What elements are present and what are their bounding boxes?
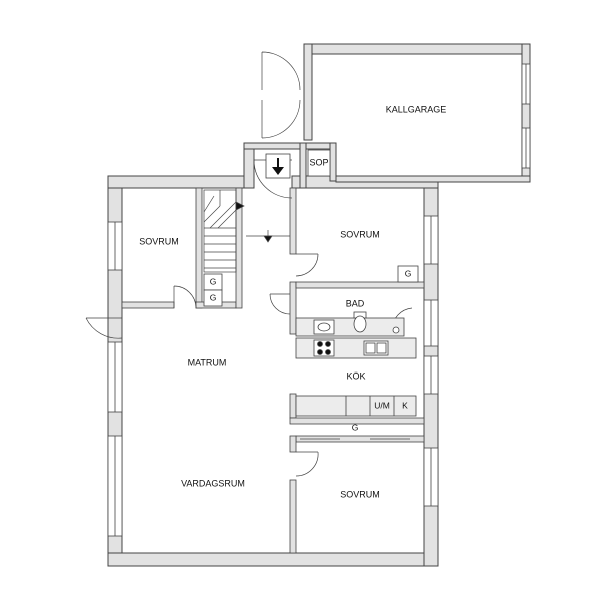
- room-sovrum-nw-label: SOVRUM: [139, 236, 179, 246]
- room-labels: KALLGARAGE SOP SOVRUM SOVRUM BAD MATRUM …: [139, 104, 446, 499]
- fixture-labels: G G G G U/M K: [210, 268, 412, 432]
- windows: [107, 63, 531, 537]
- room-kallgarage-label: KALLGARAGE: [386, 104, 447, 114]
- fixture-g-hall: G: [352, 422, 359, 432]
- fixture-g-stair-2: G: [210, 292, 217, 302]
- room-bad-label: BAD: [346, 298, 365, 308]
- entry-arrow: [265, 153, 291, 179]
- fixture-um: U/M: [374, 400, 390, 410]
- bathroom: [295, 311, 405, 337]
- room-kok-label: KÖK: [346, 371, 365, 381]
- interior-walls: [121, 187, 425, 554]
- room-vardagsrum-label: VARDAGSRUM: [181, 478, 245, 488]
- kitchen: [295, 337, 417, 417]
- room-sovrum-se-label: SOVRUM: [340, 489, 380, 499]
- fixture-g-stair-1: G: [210, 276, 217, 286]
- room-sovrum-ne-label: SOVRUM: [340, 229, 380, 239]
- room-sop-label: SOP: [309, 157, 328, 167]
- fixture-boxes: [203, 149, 419, 307]
- room-matrum-label: MATRUM: [188, 357, 227, 367]
- fixture-k: K: [402, 400, 408, 410]
- doors: [85, 51, 413, 477]
- staircase: [203, 189, 290, 273]
- fixture-g-sovrum-ne: G: [405, 268, 412, 278]
